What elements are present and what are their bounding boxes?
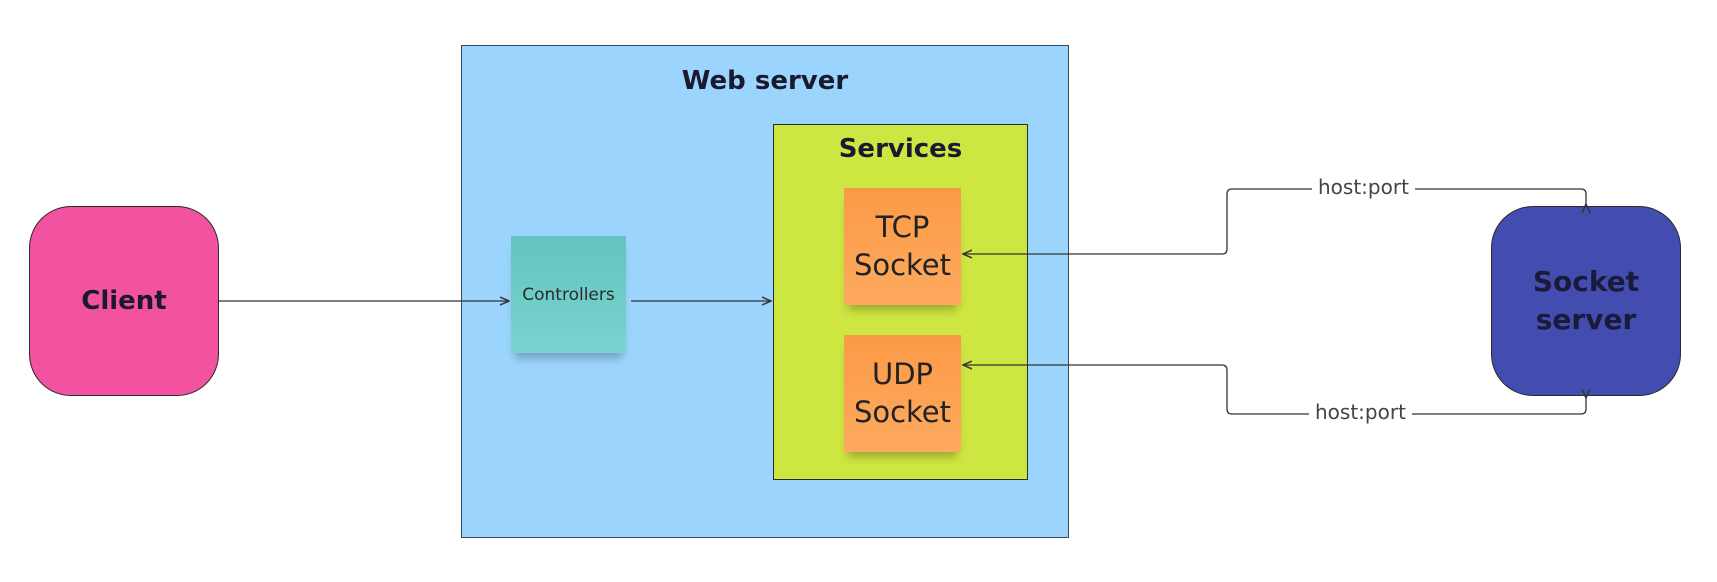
tcp-socket-sticky[interactable]: TCP Socket bbox=[844, 188, 961, 305]
socket-server-label-line-2: server bbox=[1535, 303, 1637, 336]
udp-socket-label-line-2: Socket bbox=[853, 394, 952, 429]
edge-label-tcp-host-port: host:port bbox=[1312, 175, 1415, 199]
controllers-label: Controllers bbox=[522, 284, 615, 305]
services-title: Services bbox=[838, 134, 963, 164]
edge-label-udp-host-port: host:port bbox=[1309, 400, 1412, 424]
socket-server-node[interactable]: Socket server bbox=[1491, 206, 1681, 396]
tcp-socket-label-line-2: Socket bbox=[853, 247, 952, 282]
client-node[interactable]: Client bbox=[29, 206, 219, 396]
udp-socket-label-line-1: UDP bbox=[871, 356, 934, 391]
udp-socket-sticky[interactable]: UDP Socket bbox=[844, 335, 961, 452]
client-label: Client bbox=[81, 286, 167, 316]
tcp-socket-label-line-1: TCP bbox=[875, 209, 930, 244]
controllers-sticky[interactable]: Controllers bbox=[511, 236, 626, 353]
socket-server-label-line-1: Socket bbox=[1532, 265, 1640, 299]
web-server-title: Web server bbox=[681, 66, 849, 96]
